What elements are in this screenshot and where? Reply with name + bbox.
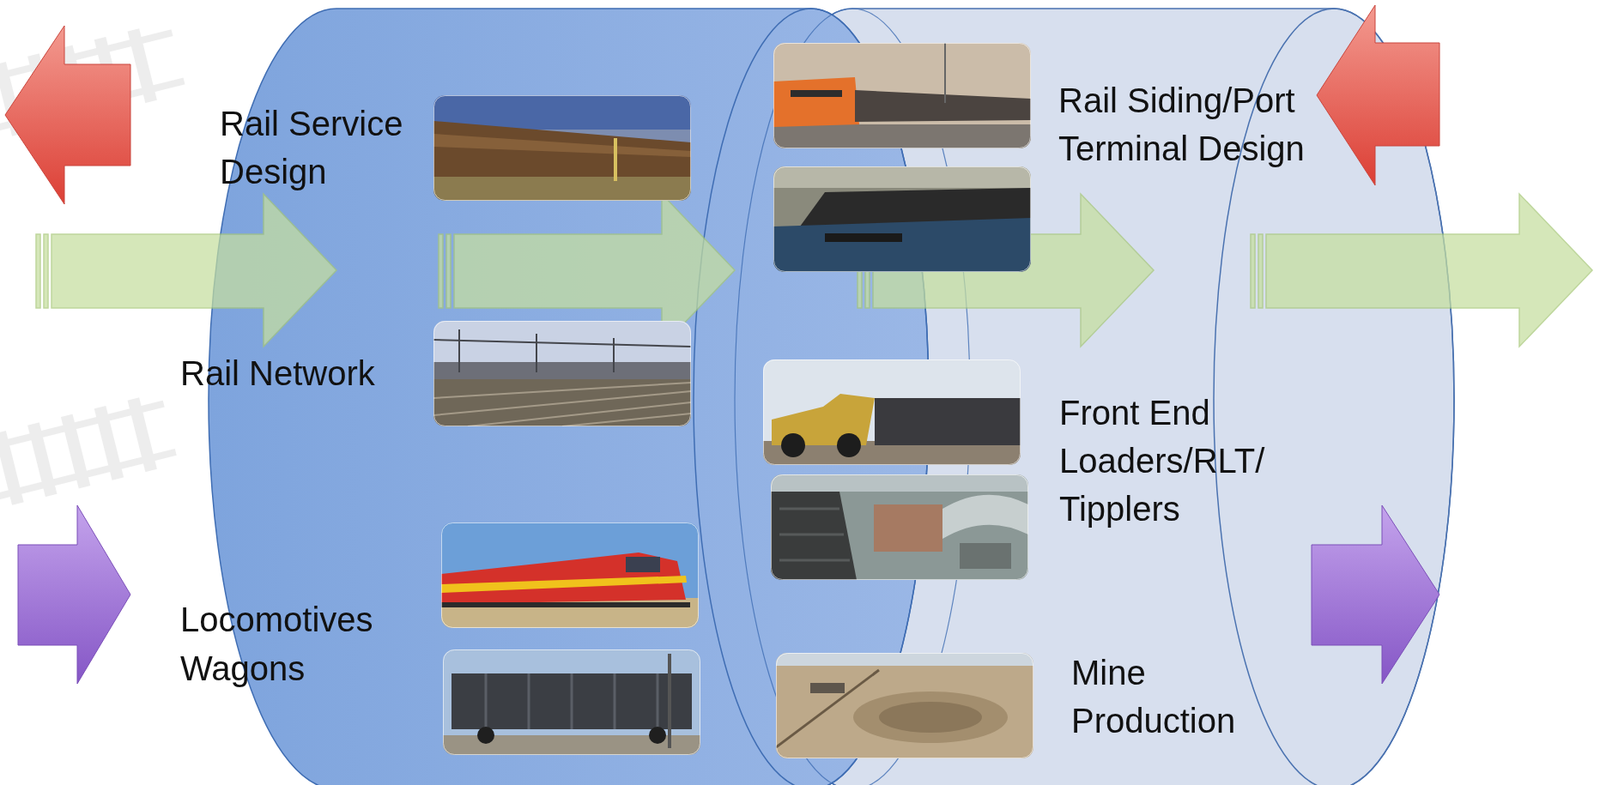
- label-holder: Front End Loaders/RLT/ Tipplers: [1059, 388, 1309, 534]
- label-holder: Rail Network: [180, 349, 421, 398]
- loader-photo: [763, 359, 1021, 466]
- purple-arrow: [1311, 505, 1440, 685]
- stage-label: Rail Network: [180, 349, 421, 398]
- stage-label: Mine Production: [1071, 648, 1278, 746]
- red-arrow: [5, 25, 131, 205]
- label-holder: Rail Service Design: [219, 99, 478, 196]
- rail-yard-photo: [433, 321, 691, 427]
- stage-label: Rail Siding/Port Terminal Design: [1058, 76, 1342, 173]
- mine-photo: [775, 653, 1034, 759]
- stage-label: Front End Loaders/RLT/ Tipplers: [1059, 388, 1309, 534]
- tippler-photo: [770, 474, 1029, 581]
- stage-label: Rail Service Design: [219, 99, 478, 196]
- wagon-photo: [442, 649, 701, 756]
- label-holder: Wagons: [180, 644, 421, 693]
- siding-photo: [773, 42, 1031, 149]
- stage-label: Wagons: [180, 644, 421, 693]
- label-holder: Mine Production: [1071, 648, 1278, 746]
- red-arrow: [1316, 5, 1440, 186]
- label-holder: Rail Siding/Port Terminal Design: [1058, 76, 1342, 173]
- label-holder: Locomotives: [180, 595, 421, 644]
- locomotive-photo: [441, 522, 699, 629]
- train-photo: [433, 95, 691, 201]
- port-photo: [773, 166, 1031, 273]
- stage-label: Locomotives: [180, 595, 421, 644]
- purple-arrow: [18, 505, 131, 685]
